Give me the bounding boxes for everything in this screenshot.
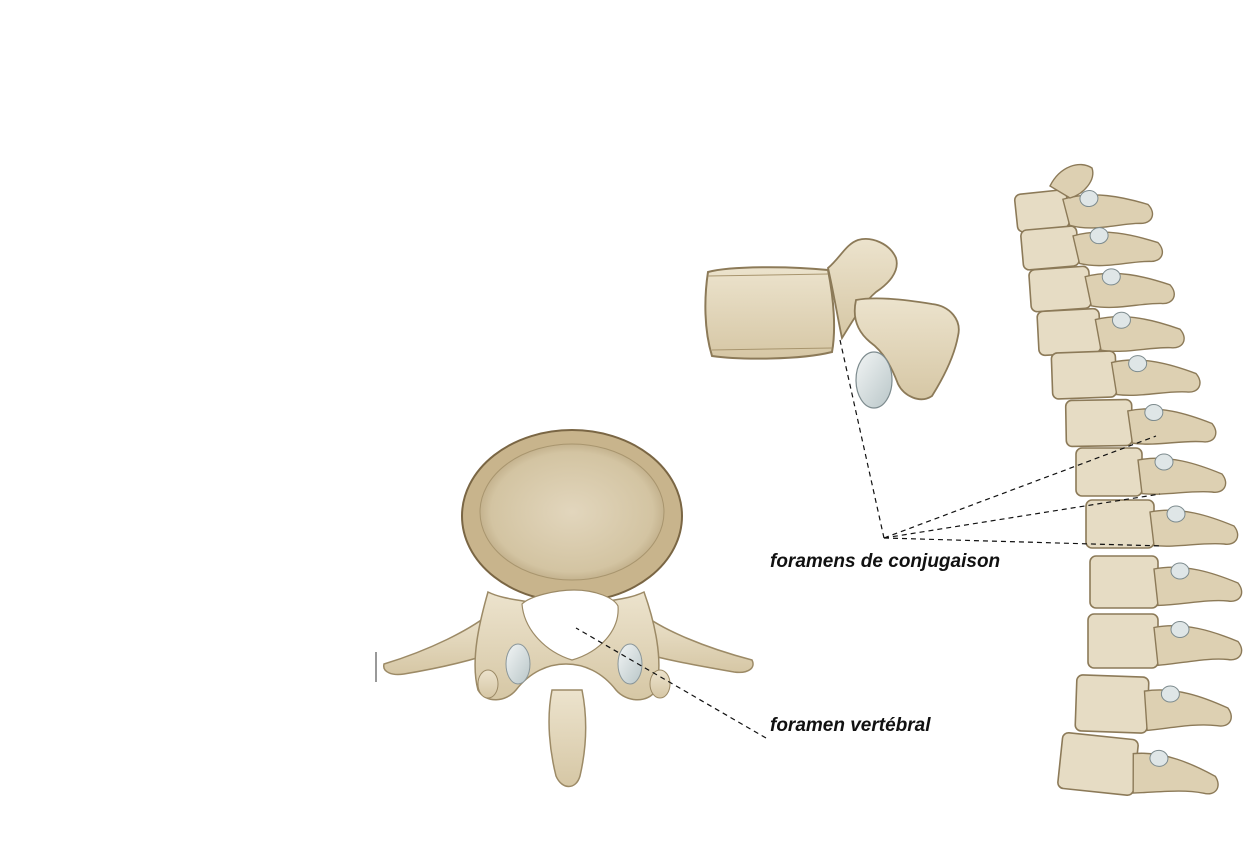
column-spinous-process bbox=[1110, 359, 1201, 396]
column-spinous-process bbox=[1132, 752, 1219, 795]
lateral-spinous-process bbox=[853, 297, 960, 401]
column-spinous-process bbox=[1084, 272, 1175, 309]
lateral-pedicle bbox=[826, 238, 898, 341]
column-articular-facet bbox=[1160, 685, 1180, 703]
vertebral-column-lateral-view bbox=[1013, 163, 1243, 797]
column-vertebral-body bbox=[1028, 265, 1092, 313]
column-spinous-process bbox=[1094, 315, 1185, 353]
column-vertebral-body bbox=[1085, 499, 1155, 549]
column-articular-facet bbox=[1149, 749, 1169, 767]
lateral-inferior-facet bbox=[855, 351, 893, 409]
column-vertebral-body bbox=[1074, 674, 1150, 734]
leader-line-conjugaison-1 bbox=[839, 339, 885, 539]
column-vertebra bbox=[1057, 731, 1219, 797]
label-foramens-de-conjugaison: foramens de conjugaison bbox=[770, 551, 1001, 572]
leader-line-vertebral bbox=[575, 627, 767, 739]
column-vertebral-body bbox=[1050, 350, 1118, 400]
column-articular-facet bbox=[1166, 505, 1186, 523]
column-spinous-process bbox=[1137, 457, 1227, 495]
vertebral-foramen bbox=[521, 589, 619, 661]
column-vertebra bbox=[1064, 398, 1217, 448]
column-vertebra bbox=[1050, 350, 1201, 400]
column-spinous-process bbox=[1153, 624, 1243, 667]
thoracic-vertebra-lateral-view bbox=[704, 238, 960, 409]
right-articular-facet bbox=[617, 643, 643, 685]
column-spinous-process bbox=[1153, 566, 1243, 607]
column-vertebral-body bbox=[1064, 398, 1134, 448]
column-spinous-process bbox=[1143, 689, 1232, 732]
leader-line-conjugaison-3 bbox=[883, 493, 1161, 539]
lumbar-vertebra-superior-view bbox=[375, 429, 754, 788]
column-top-process bbox=[1049, 163, 1094, 199]
column-articular-facet bbox=[1170, 562, 1190, 580]
right-transverse-process bbox=[631, 610, 754, 674]
column-spinous-process bbox=[1127, 408, 1217, 445]
column-vertebra bbox=[1020, 225, 1164, 271]
column-vertebral-body bbox=[1020, 225, 1080, 271]
column-vertebral-body bbox=[1087, 613, 1159, 669]
leader-line-conjugaison-4 bbox=[883, 537, 1163, 547]
column-articular-facet bbox=[1111, 311, 1131, 329]
column-vertebra bbox=[1085, 499, 1239, 549]
column-vertebra bbox=[1036, 307, 1185, 357]
left-mammillary-process bbox=[477, 669, 499, 699]
column-spinous-process bbox=[1072, 231, 1164, 267]
column-vertebra bbox=[1074, 674, 1232, 734]
column-vertebra bbox=[1028, 265, 1175, 313]
column-articular-facet bbox=[1144, 404, 1164, 422]
column-vertebra bbox=[1089, 555, 1243, 609]
right-mammillary-process bbox=[649, 669, 671, 699]
column-vertebra bbox=[1075, 447, 1227, 497]
intervertebral-disc bbox=[479, 443, 665, 581]
left-articular-facet bbox=[505, 643, 531, 685]
leader-lines bbox=[575, 339, 1163, 739]
column-spinous-process bbox=[1149, 509, 1239, 547]
column-articular-facet bbox=[1089, 227, 1109, 245]
column-vertebral-body bbox=[1057, 731, 1139, 797]
column-articular-facet bbox=[1101, 268, 1121, 286]
column-articular-facet bbox=[1128, 355, 1148, 373]
column-articular-facet bbox=[1079, 190, 1099, 208]
column-vertebral-body bbox=[1075, 447, 1143, 497]
column-vertebral-body bbox=[1036, 307, 1102, 357]
column-vertebra bbox=[1087, 613, 1243, 669]
left-transverse-process bbox=[383, 610, 503, 676]
lateral-vertebral-body bbox=[704, 266, 836, 360]
column-articular-facet bbox=[1170, 621, 1190, 638]
column-vertebral-body bbox=[1089, 555, 1159, 609]
label-foramen-vertebral: foramen vertébral bbox=[770, 715, 931, 736]
leader-line-conjugaison-2 bbox=[883, 435, 1157, 539]
spinous-process bbox=[548, 689, 587, 788]
column-articular-facet bbox=[1154, 453, 1174, 471]
